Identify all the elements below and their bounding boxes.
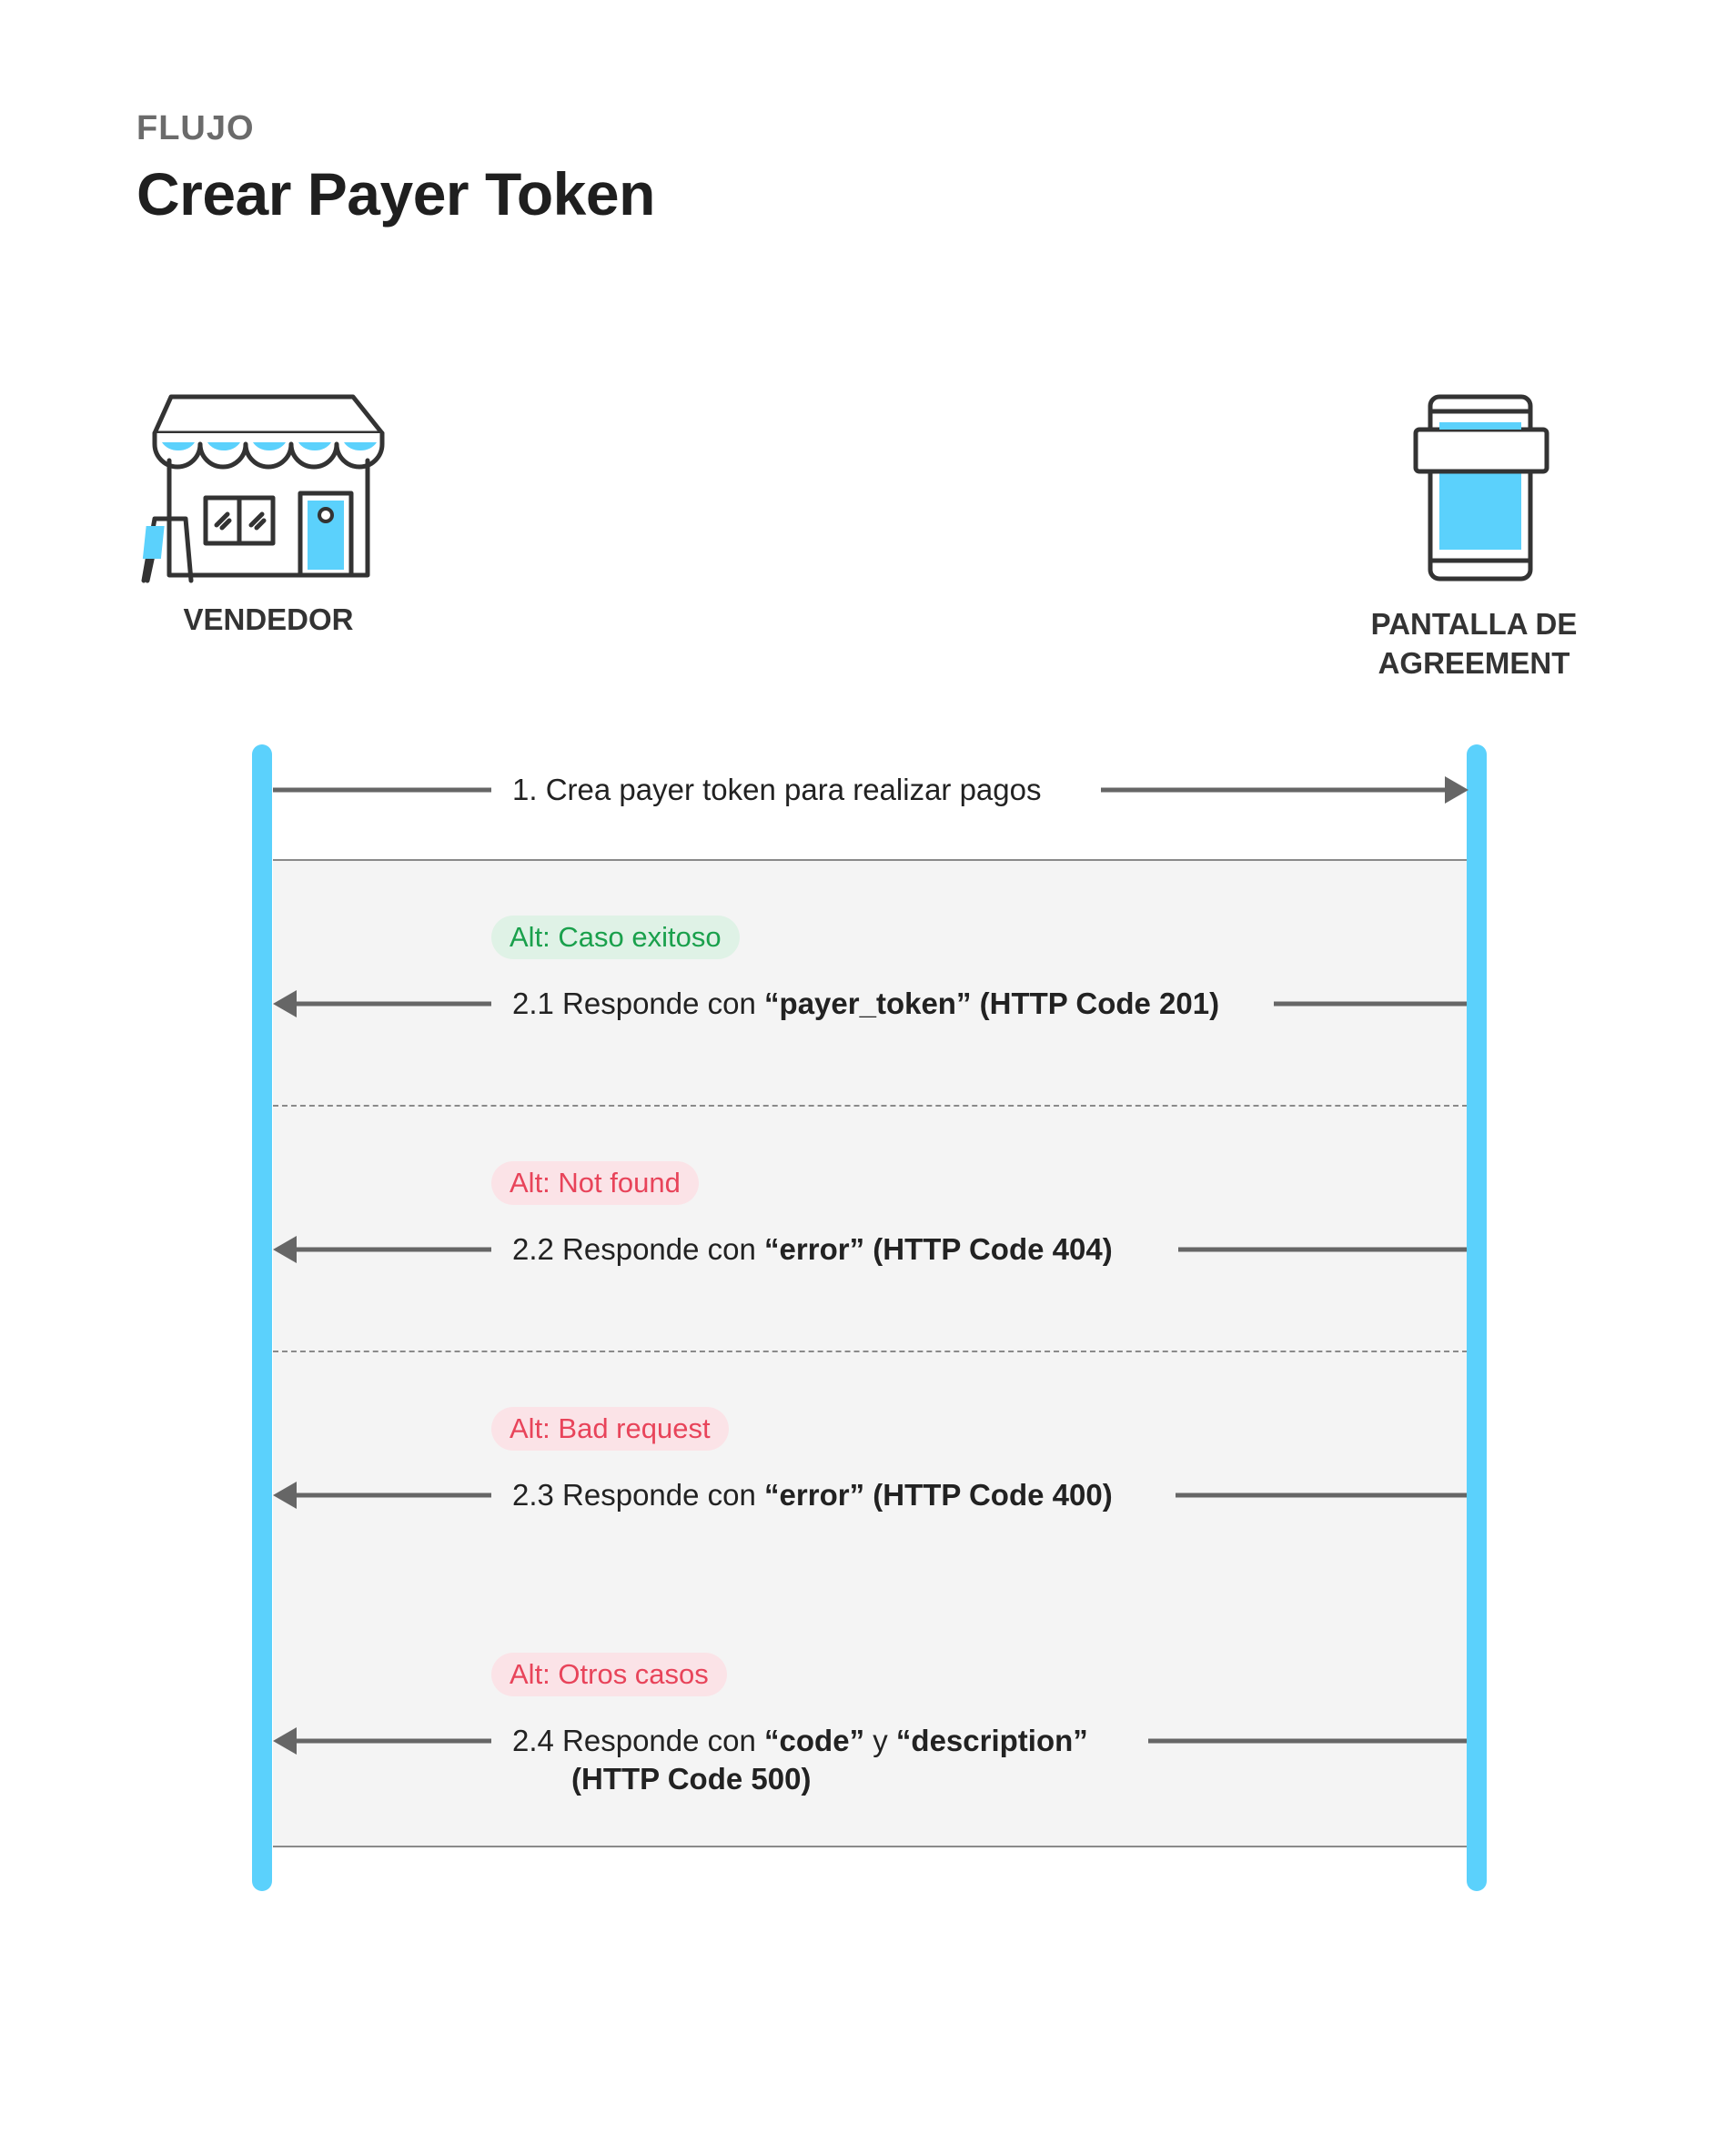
message-22-label: 2.2 Responde con “error” (HTTP Code 404) <box>512 1230 1113 1269</box>
message-24-bold-description: “description” <box>895 1724 1088 1757</box>
diagram-kicker: FLUJO <box>136 109 255 147</box>
alt-success-pill: Alt: Caso exitoso <box>491 916 740 959</box>
arrow-22-head <box>273 1236 297 1263</box>
arrow-21-head <box>273 990 297 1017</box>
message-24-prefix: 2.4 Responde con <box>512 1724 765 1757</box>
message-24-label: 2.4 Responde con “code” y “description” <box>512 1722 1088 1760</box>
lifeline-vendor <box>252 744 272 1891</box>
message-1-label: 1. Crea payer token para realizar pagos <box>512 773 1042 806</box>
arrow-23-head <box>273 1482 297 1509</box>
alt-divider <box>273 1351 1468 1352</box>
arrow-24-head <box>273 1727 297 1755</box>
storefront-icon <box>141 394 385 583</box>
actor-agreement-label: PANTALLA DE AGREEMENT <box>1337 605 1610 683</box>
message-21-label: 2.1 Responde con “payer_token” (HTTP Cod… <box>512 985 1219 1023</box>
mobile-screen-icon <box>1413 394 1549 582</box>
alt-divider <box>273 1105 1468 1107</box>
message-24-http-code: (HTTP Code 500) <box>571 1762 812 1796</box>
message-21-bold: “payer_token” (HTTP Code 201) <box>764 987 1220 1020</box>
alt-bad-request-pill: Alt: Bad request <box>491 1407 729 1451</box>
message-24-line2: (HTTP Code 500) <box>571 1760 811 1798</box>
actor-agreement-label-line2: AGREEMENT <box>1378 645 1570 680</box>
message-23-bold: “error” (HTTP Code 400) <box>764 1478 1113 1512</box>
message-23-prefix: 2.3 Responde con <box>512 1478 765 1512</box>
message-24-bold-code: “code” <box>764 1724 865 1757</box>
alt-fragment-frame <box>273 859 1468 1847</box>
lifeline-agreement <box>1467 744 1487 1891</box>
diagram-title: Crear Payer Token <box>136 160 655 228</box>
arrow-1-head <box>1445 776 1469 804</box>
message-22-prefix: 2.2 Responde con <box>512 1232 765 1266</box>
message-21-prefix: 2.1 Responde con <box>512 987 765 1020</box>
alt-other-cases-pill: Alt: Otros casos <box>491 1653 727 1696</box>
message-22-bold: “error” (HTTP Code 404) <box>764 1232 1113 1266</box>
message-23-label: 2.3 Responde con “error” (HTTP Code 400) <box>512 1476 1113 1514</box>
message-24-mid: y <box>864 1724 896 1757</box>
actor-agreement-label-line1: PANTALLA DE <box>1370 607 1578 641</box>
alt-not-found-pill: Alt: Not found <box>491 1161 699 1205</box>
actor-vendor-label: VENDEDOR <box>183 602 354 636</box>
